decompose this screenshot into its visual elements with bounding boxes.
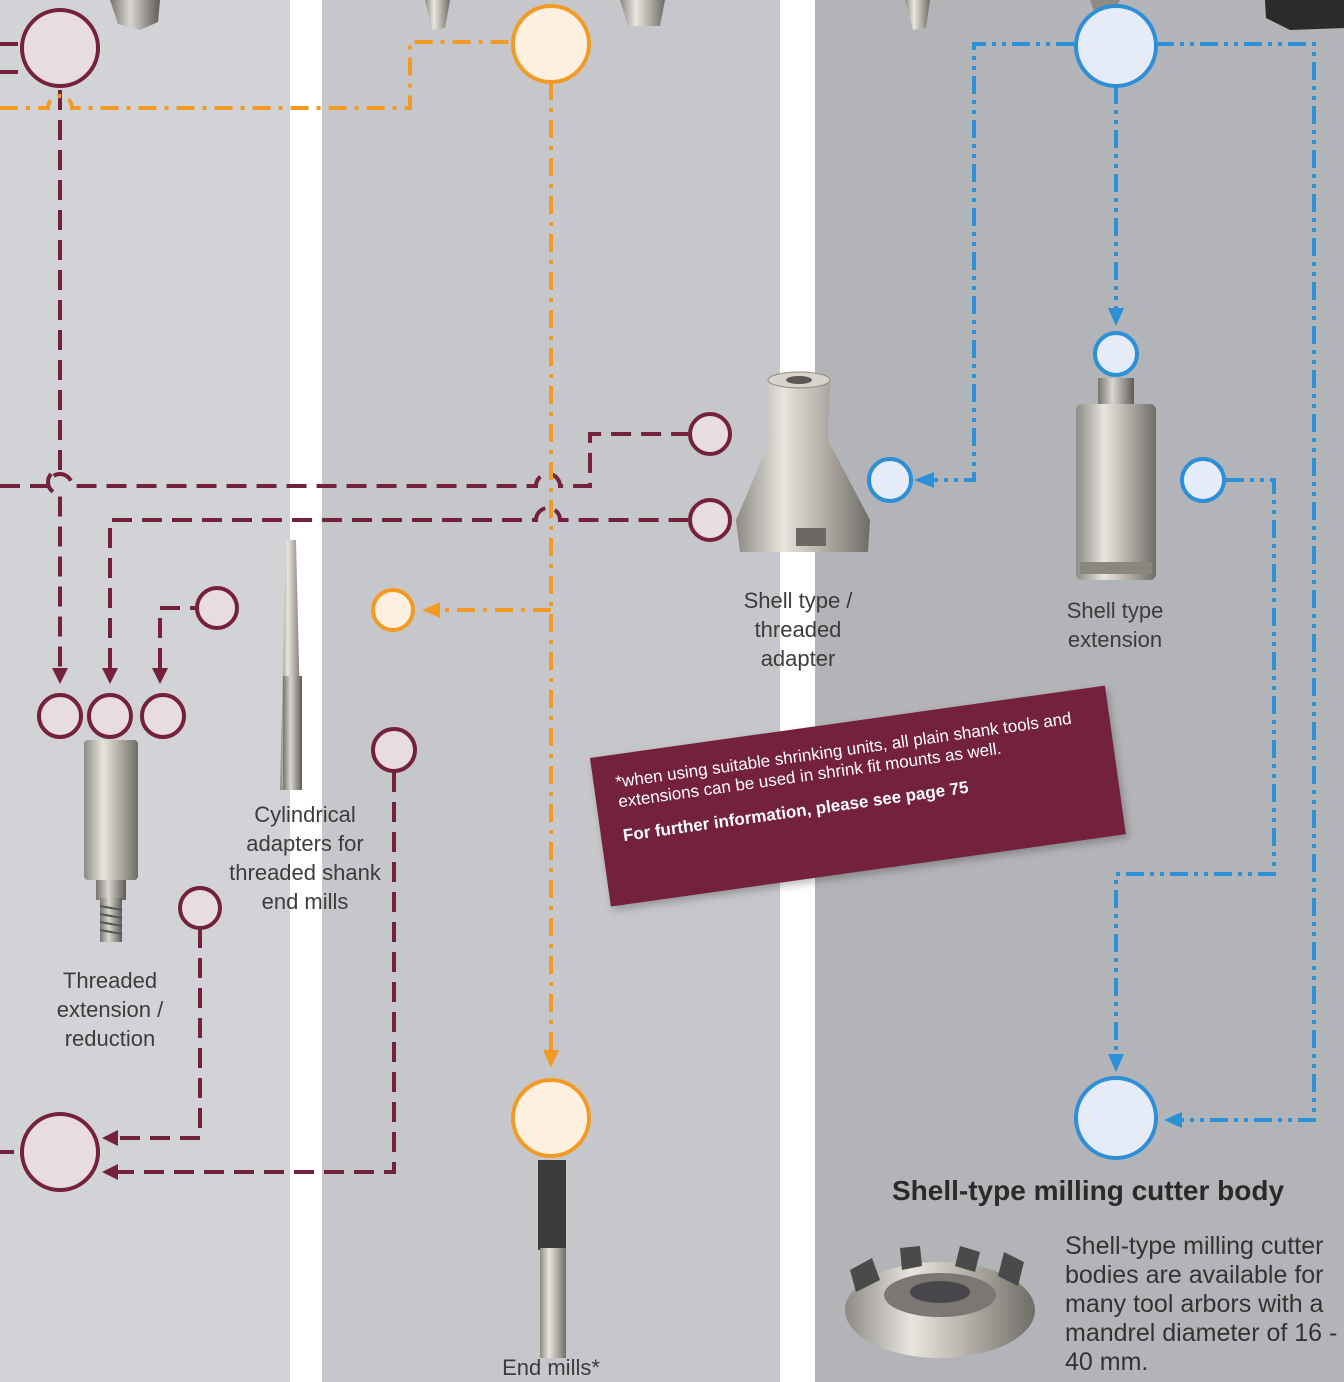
blue-arrowheads — [914, 308, 1182, 1128]
maroon-circles — [20, 8, 732, 1192]
caption-line: end mills — [261, 889, 349, 914]
shell-adapter-image — [736, 371, 870, 552]
cylindrical-adapter-image — [280, 540, 302, 790]
end-mill-image — [538, 1160, 566, 1358]
section-heading: Shell-type milling cutter body — [892, 1175, 1285, 1206]
caption-line: Shell type — [1066, 598, 1164, 623]
top-tool-images — [110, 0, 1344, 30]
milling-cutter-image — [845, 1246, 1035, 1358]
caption-shell-extension: Shell type extension — [1035, 596, 1195, 654]
blue-circles — [867, 4, 1226, 1160]
orange-circles — [371, 4, 591, 1158]
caption-line: extension / — [56, 997, 164, 1022]
maroon-arrowheads — [52, 668, 168, 1180]
caption-line: reduction — [64, 1026, 156, 1051]
caption-end-mills: End mills* — [502, 1355, 600, 1380]
caption-line: adapters for — [246, 831, 364, 856]
orange-connectors — [0, 40, 553, 1050]
blue-connectors — [934, 42, 1316, 1122]
section-description: Shell-type milling cutter bodies are ava… — [1065, 1232, 1338, 1376]
caption-line: adapter — [760, 646, 836, 671]
caption-line: Cylindrical — [254, 802, 356, 827]
caption-threaded-extension: Threaded extension / reduction — [30, 966, 190, 1053]
caption-line: threaded shank — [229, 860, 381, 885]
shell-extension-image — [1076, 378, 1156, 580]
caption-shell-adapter: Shell type / threaded adapter — [718, 586, 878, 673]
maroon-connectors — [0, 42, 688, 1174]
caption-cylindrical: Cylindrical adapters for threaded shank … — [215, 800, 395, 916]
caption-line: Threaded — [62, 968, 158, 993]
caption-line: threaded — [754, 617, 842, 642]
caption-line: Shell type / — [743, 588, 853, 613]
threaded-extension-image — [84, 740, 138, 942]
caption-line: extension — [1067, 627, 1163, 652]
orange-arrowheads — [422, 602, 559, 1068]
